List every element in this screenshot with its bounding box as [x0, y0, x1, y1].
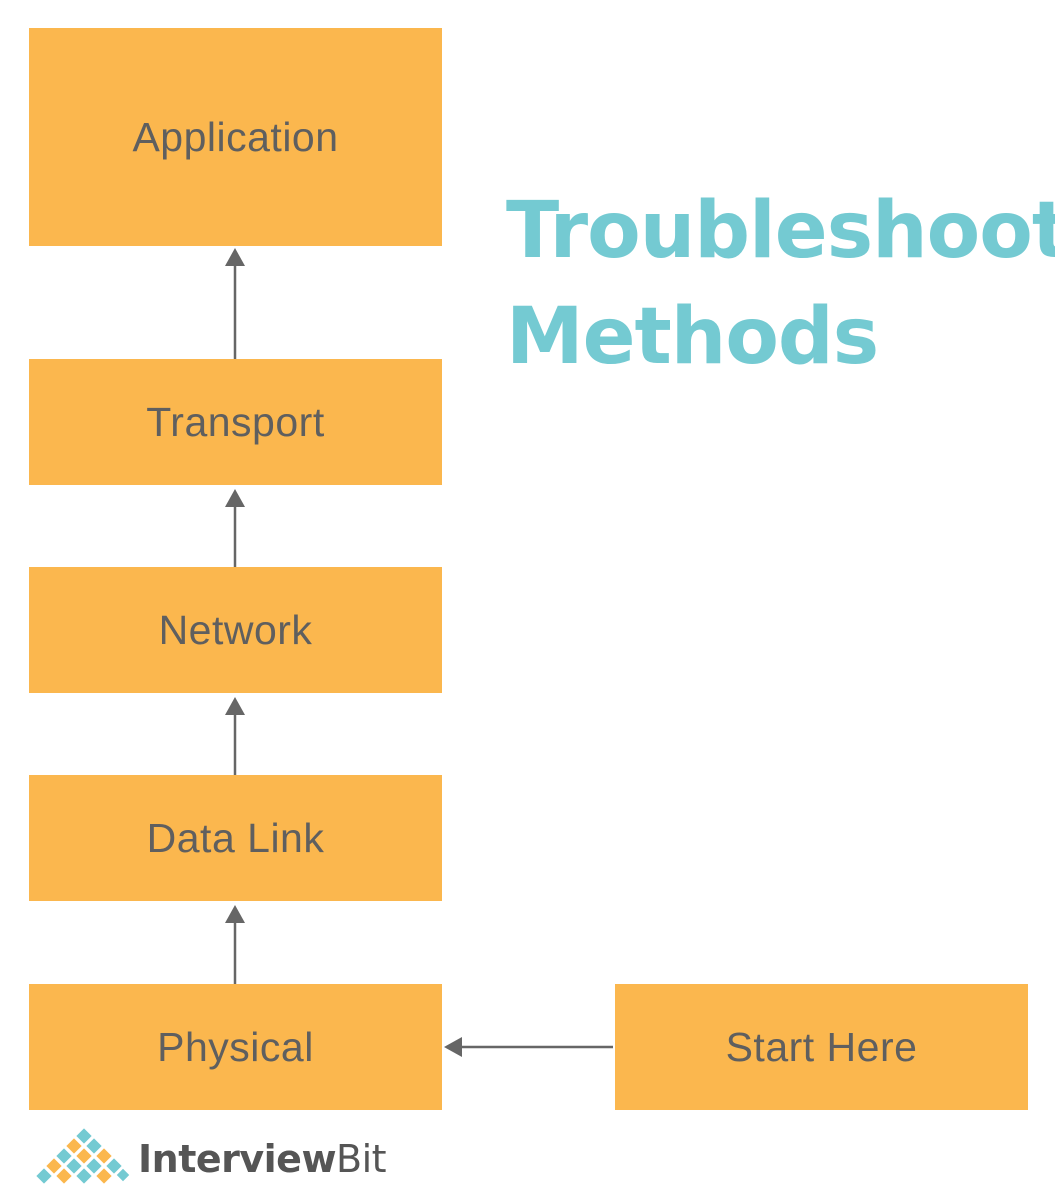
arrow-head-datalink — [225, 905, 245, 923]
layer-application-label: Application — [132, 113, 339, 160]
logo-wordmark: InterviewBit — [138, 1137, 387, 1181]
layer-datalink-label: Data Link — [146, 814, 325, 861]
layer-application-box: Application — [29, 28, 442, 246]
arrow-head-physical — [444, 1037, 462, 1057]
layer-transport-label: Transport — [146, 398, 325, 445]
diagram-title: Troubleshoot Methods — [506, 178, 1055, 390]
start-here-box: Start Here — [615, 984, 1028, 1110]
layer-physical-box: Physical — [29, 984, 442, 1110]
arrow-head-application — [225, 248, 245, 266]
interviewbit-logo: InterviewBit — [34, 1128, 387, 1190]
arrow-head-network — [225, 697, 245, 715]
layer-transport-box: Transport — [29, 359, 442, 485]
layer-network-box: Network — [29, 567, 442, 693]
logo-word-regular: Bit — [336, 1137, 387, 1181]
start-here-label: Start Here — [725, 1023, 918, 1070]
layer-physical-label: Physical — [157, 1023, 314, 1070]
title-line-1: Troubleshoot — [506, 186, 1055, 276]
logo-diamond-icon — [34, 1128, 130, 1186]
layer-datalink-box: Data Link — [29, 775, 442, 901]
arrow-head-transport — [225, 489, 245, 507]
logo-word-bold: Interview — [138, 1137, 337, 1181]
layer-network-label: Network — [158, 606, 313, 653]
title-line-2: Methods — [506, 292, 879, 382]
